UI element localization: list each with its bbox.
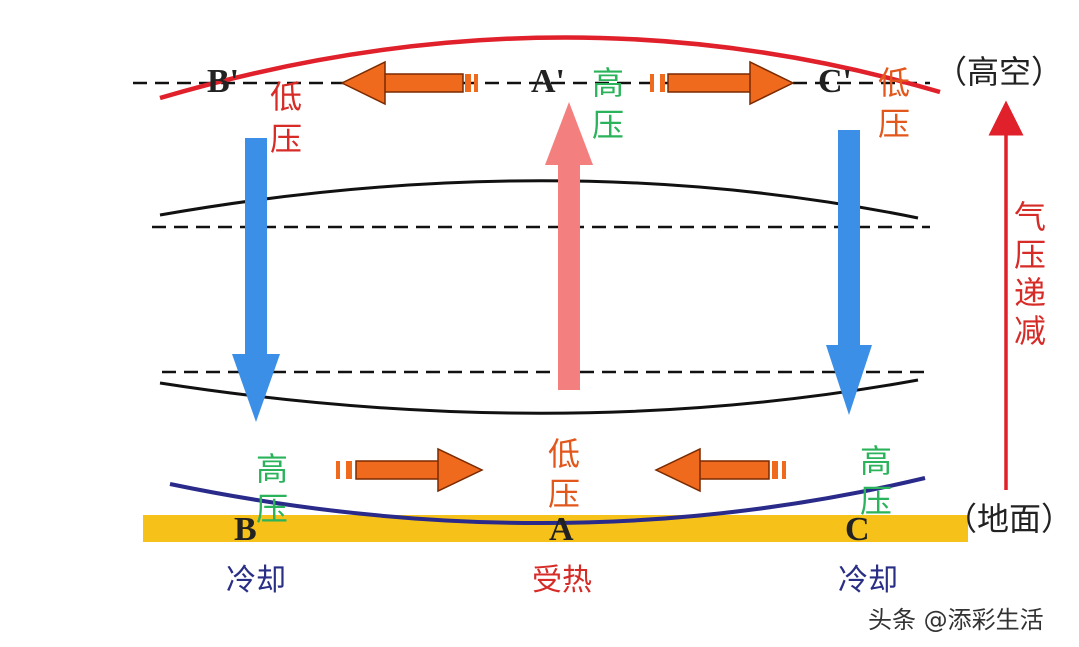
label-b: B (234, 511, 257, 548)
descending-arrow-left (232, 138, 280, 422)
heating-label: 受热 (532, 563, 592, 598)
upper-arrow-left (340, 60, 478, 106)
lower-arrow-right (336, 447, 484, 493)
top-right-pressure-2: 压 (878, 105, 910, 143)
label-a: A (549, 511, 574, 548)
bottom-right-pressure-1: 高 (860, 442, 892, 480)
isobar-curve-top (159, 35, 941, 101)
watermark: 头条 @添彩生活 (868, 606, 1044, 634)
pressure-decrease-label-4: 减 (1014, 312, 1046, 350)
ground-bar (143, 515, 968, 542)
pressure-decrease-label-3: 递 (1014, 274, 1046, 312)
upper-arrow-right (650, 60, 795, 106)
lower-arrow-left (654, 447, 786, 493)
label-c-prime: C' (818, 63, 852, 100)
ascending-arrow-center (545, 102, 593, 390)
pressure-decrease-label-2: 压 (1014, 236, 1046, 274)
top-right-pressure-1: 低 (878, 64, 910, 102)
bottom-right-pressure-2: 压 (860, 482, 892, 520)
label-b-prime: B' (207, 63, 239, 100)
top-left-pressure-2: 压 (270, 120, 302, 158)
ground-label: （地面） (945, 500, 1073, 538)
bottom-left-pressure-1: 高 (256, 450, 288, 488)
cooling-right-label: 冷却 (838, 563, 898, 598)
descending-arrow-right (826, 130, 872, 415)
pressure-decrease-label-1: 气 (1014, 198, 1046, 236)
label-c: C (845, 511, 870, 548)
cooling-left-label: 冷却 (226, 563, 286, 598)
top-center-pressure-1: 高 (592, 64, 624, 102)
isobar-curve-upper (159, 179, 919, 220)
top-left-pressure-1: 低 (270, 78, 302, 116)
high-altitude-label: （高空） (935, 53, 1063, 91)
isobar-curve-bottom (169, 476, 926, 525)
top-center-pressure-2: 压 (592, 106, 624, 144)
bottom-center-pressure-1: 低 (548, 435, 580, 473)
bottom-left-pressure-2: 压 (256, 490, 288, 528)
bottom-center-pressure-2: 压 (548, 475, 580, 513)
isobar-curve-lower (159, 378, 919, 415)
label-a-prime: A' (531, 63, 565, 100)
